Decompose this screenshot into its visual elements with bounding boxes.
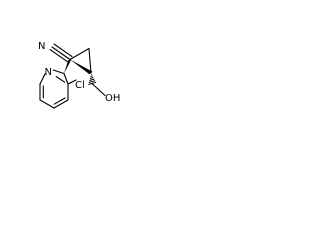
cyclopropane-bond-top <box>69 47 90 61</box>
nitrile-nitrogen-label: N <box>38 41 45 52</box>
hash-6 <box>88 81 97 85</box>
cyclopropane-bond-right <box>88 47 92 74</box>
cyclopropane-ring <box>69 47 92 74</box>
pyridine-bond-c2-top <box>63 72 69 85</box>
pyridine-bond-c5-c4 <box>39 99 55 109</box>
molecule-canvas: N N Cl OH <box>0 0 152 152</box>
hashed-bond <box>88 73 97 85</box>
pyridine-attachment-wedge <box>64 58 72 74</box>
pyridine-bond-c4-c3-inner <box>53 97 66 105</box>
pyridine-ring <box>39 69 69 109</box>
spacer-2 <box>68 94 80 100</box>
nitrile-bond <box>49 43 73 63</box>
pyridine-bond-c4-c3 <box>53 99 69 109</box>
nitrile-bond-line-2 <box>53 43 73 58</box>
nitrile-bond-line-3 <box>49 49 69 63</box>
hash-3 <box>89 77 94 79</box>
cyclopropane-wedge-bond <box>70 59 93 75</box>
pyridine-bond-c2-n-inner <box>55 75 66 83</box>
chlorine-label: Cl <box>75 80 85 91</box>
c3-cl-bond <box>67 79 77 85</box>
hydroxyl-label: OH <box>105 93 120 104</box>
structure-diagram: N N Cl OH <box>38 41 120 109</box>
pyridine-bond-c2-n <box>52 69 65 75</box>
pyridine-bond-n-c6 <box>39 73 46 85</box>
pyridine-nitrogen-label: N <box>45 67 52 78</box>
hash-2 <box>90 75 93 77</box>
nitrile-bond-line-1 <box>51 46 71 61</box>
hash-5 <box>88 80 96 83</box>
ch2-oh-bond <box>91 83 106 97</box>
hash-4 <box>89 78 95 81</box>
